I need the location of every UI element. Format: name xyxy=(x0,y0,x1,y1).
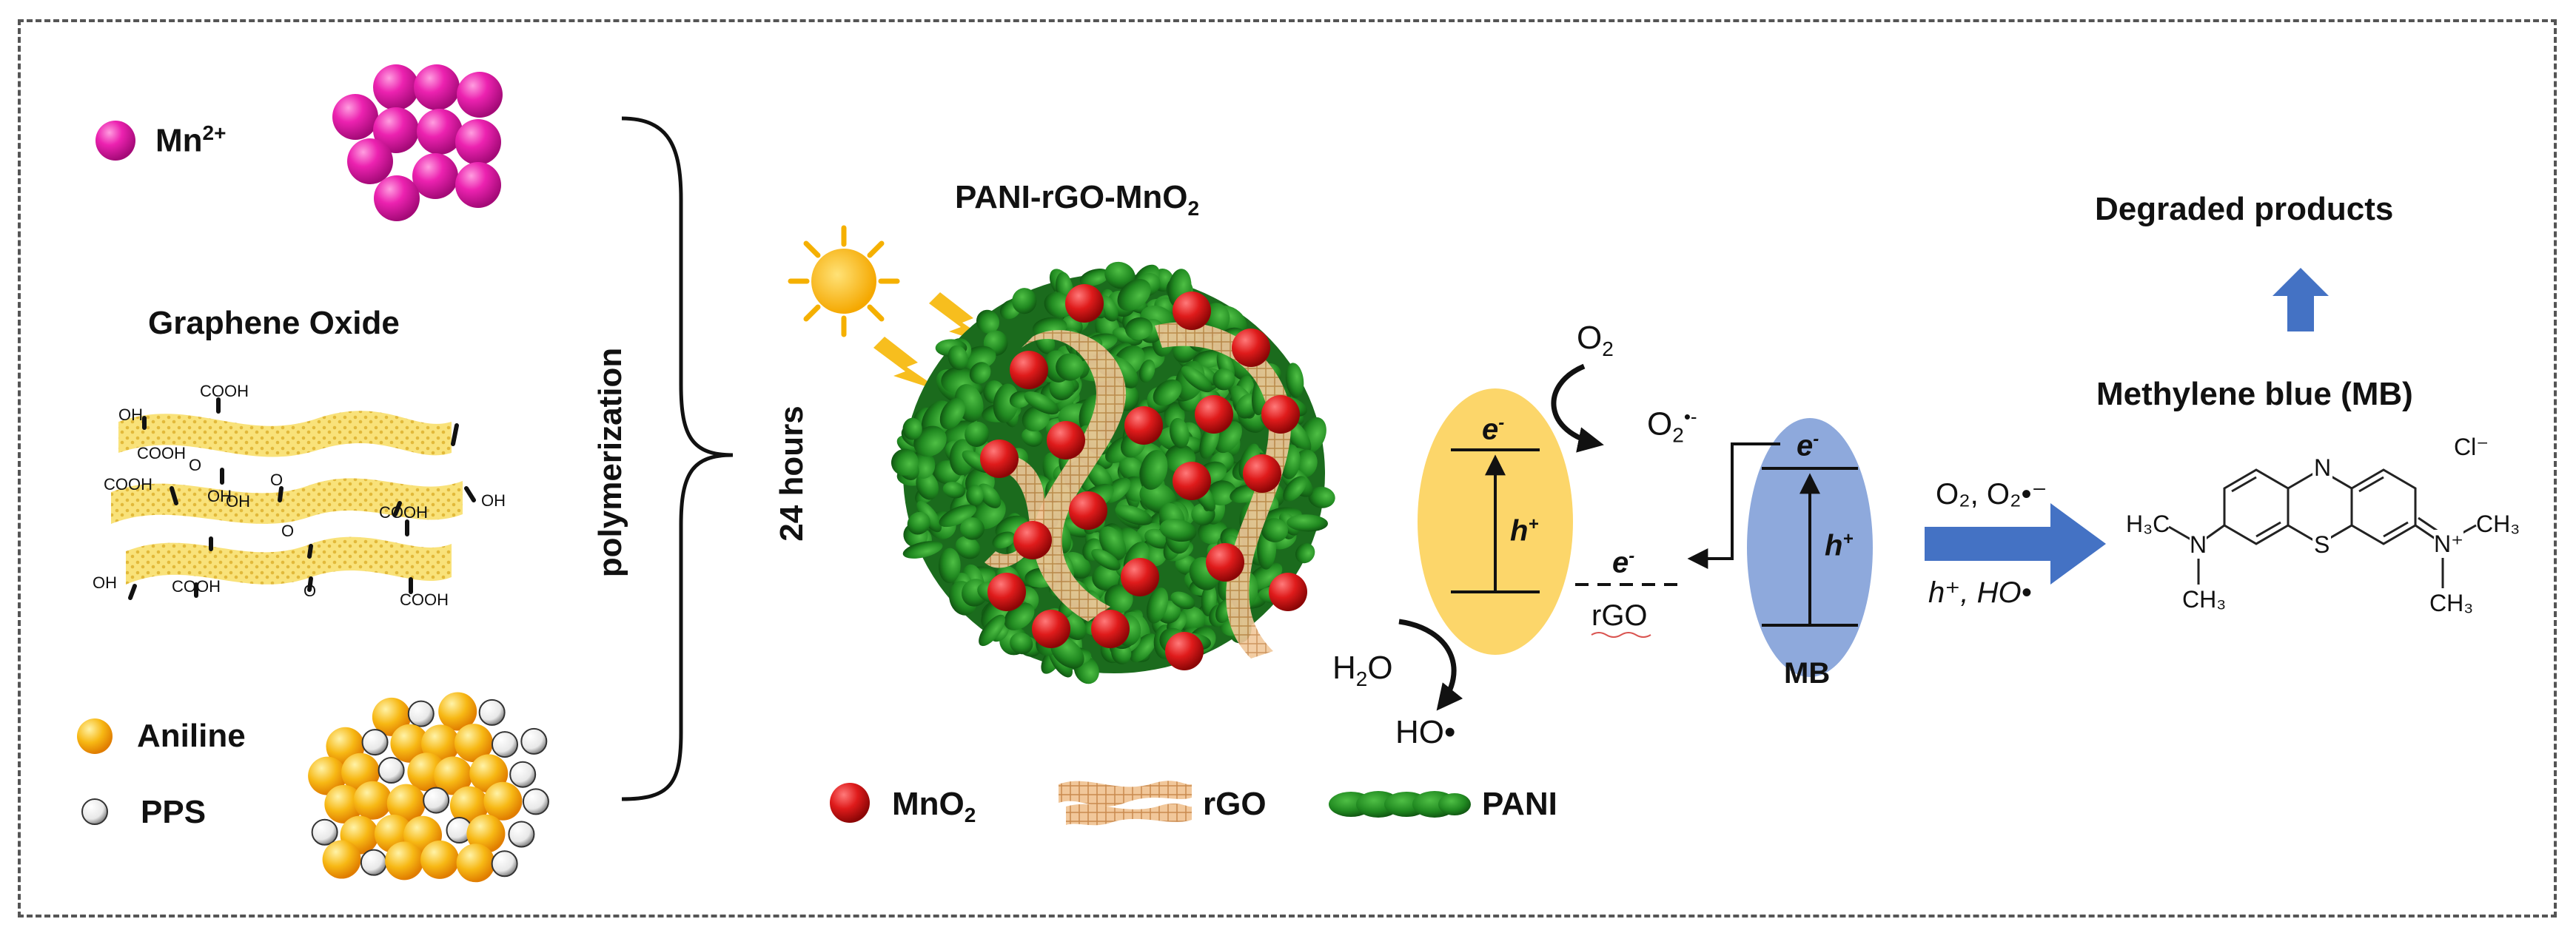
go-group: OH xyxy=(481,491,506,510)
go-group: COOH xyxy=(104,475,152,494)
rgo-legend-icon xyxy=(1059,781,1192,826)
mb-methyl-left-top: H₃C xyxy=(2126,511,2170,537)
superoxide-label: O2•- xyxy=(1647,405,1697,447)
pps-label: PPS xyxy=(141,794,207,830)
diagram-frame xyxy=(18,19,2557,918)
methylene-blue-title: Methylene blue (MB) xyxy=(2096,376,2413,412)
superoxide-sub: 2 xyxy=(1672,423,1684,447)
mb-chloride: Cl⁻ xyxy=(2454,434,2489,460)
rgo-underline xyxy=(1591,632,1651,638)
go-functional-bonds xyxy=(128,397,476,600)
mb-band-label: MB xyxy=(1784,657,1831,690)
rgo-electron-sup: - xyxy=(1629,546,1635,566)
mn-ion-label: Mn2+ xyxy=(155,121,227,159)
mno2-legend-ball xyxy=(830,783,870,823)
cb-electron-label: e- xyxy=(1482,413,1505,446)
pani-legend-icon xyxy=(1329,791,1471,818)
legend-pani-label: PANI xyxy=(1482,786,1557,822)
degraded-products-label: Degraded products xyxy=(2095,191,2394,227)
methylene-blue-structure xyxy=(2168,468,2477,588)
oxygen-sub: 2 xyxy=(1602,337,1614,360)
legend-mno2-sub: 2 xyxy=(964,803,976,826)
graphene-oxide-title: Graphene Oxide xyxy=(148,305,400,341)
go-group: COOH xyxy=(172,577,221,596)
composite-title-sub: 2 xyxy=(1187,196,1200,220)
go-group: COOH xyxy=(137,444,186,462)
composite-title: PANI-rGO-MnO2 xyxy=(955,179,1200,220)
mb-atom-n-left: N xyxy=(2190,531,2207,559)
go-group: O xyxy=(189,456,201,474)
legend-rgo-label: rGO xyxy=(1203,786,1267,822)
mb-electron-label: e- xyxy=(1797,429,1819,462)
water-sub: 2 xyxy=(1355,667,1368,690)
mb-methyl-right-top: CH₃ xyxy=(2476,511,2520,537)
o2-reduction-arrow xyxy=(1551,363,1604,453)
oxygen-label: O2 xyxy=(1577,320,1614,360)
go-group: COOH xyxy=(200,382,249,400)
rgo-level-label: rGO xyxy=(1591,599,1648,632)
graphene-oxide-sheets xyxy=(111,411,463,585)
go-group: OH xyxy=(207,487,232,505)
go-group: OH xyxy=(93,573,117,592)
mb-electron-sup: - xyxy=(1813,429,1819,449)
go-group: O xyxy=(281,522,294,540)
product-arrow xyxy=(2273,268,2329,331)
cb-electron-sup: - xyxy=(1498,413,1505,433)
mb-atom-n-ring: N xyxy=(2312,454,2333,482)
mb-atom-n-right: N⁺ xyxy=(2434,530,2463,558)
go-group: COOH xyxy=(379,503,428,522)
polymerization-label: polymerization xyxy=(592,347,628,578)
hydroxyl-radical-label: HO• xyxy=(1395,714,1456,750)
pani-rgo-mno2-composite xyxy=(890,261,1335,684)
rgo-electron-label: e- xyxy=(1612,546,1635,579)
go-group: OH xyxy=(118,405,143,424)
mb-hole-label: h+ xyxy=(1825,529,1854,562)
electron-transfer-arrow xyxy=(1687,442,1780,569)
mb-atom-s: S xyxy=(2312,531,2332,559)
go-group-labels: COOH OH COOH OH COOH O OH O COOH OH O OH… xyxy=(93,382,506,609)
aniline-pps-cluster xyxy=(308,692,549,883)
aniline-label: Aniline xyxy=(137,718,246,754)
mb-methyl-left-bottom: CH₃ xyxy=(2182,586,2227,613)
go-group: OH xyxy=(226,492,250,511)
sun-icon xyxy=(788,225,900,337)
reaction-brace xyxy=(621,116,734,801)
degradation-arrow xyxy=(1925,503,2106,585)
vb-hole-sup: + xyxy=(1528,514,1539,534)
reagents-bottom-label: h⁺, HO• xyxy=(1928,576,2032,609)
h2o-oxidation-arrow xyxy=(1398,619,1463,711)
vb-hole-label: h+ xyxy=(1510,514,1539,548)
pps-legend-ball xyxy=(81,798,108,825)
superoxide-sup: •- xyxy=(1683,405,1697,428)
reaction-time-label: 24 hours xyxy=(774,405,810,542)
mb-methyl-right-bottom: CH₃ xyxy=(2429,590,2474,616)
mn-cluster xyxy=(332,64,503,221)
water-label: H2O xyxy=(1332,650,1393,690)
go-group: O xyxy=(270,471,283,489)
lightning-icon xyxy=(873,292,999,392)
go-group: COOH xyxy=(400,590,449,609)
reagents-top-label: O₂, O₂•⁻ xyxy=(1936,478,2047,511)
mb-hole-sup: + xyxy=(1842,529,1854,549)
legend-mno2-label: MnO2 xyxy=(892,786,976,826)
aniline-legend-ball xyxy=(77,718,113,754)
go-group: O xyxy=(303,582,316,600)
mn-legend-ball xyxy=(95,121,135,161)
mn-charge: 2+ xyxy=(202,121,227,144)
